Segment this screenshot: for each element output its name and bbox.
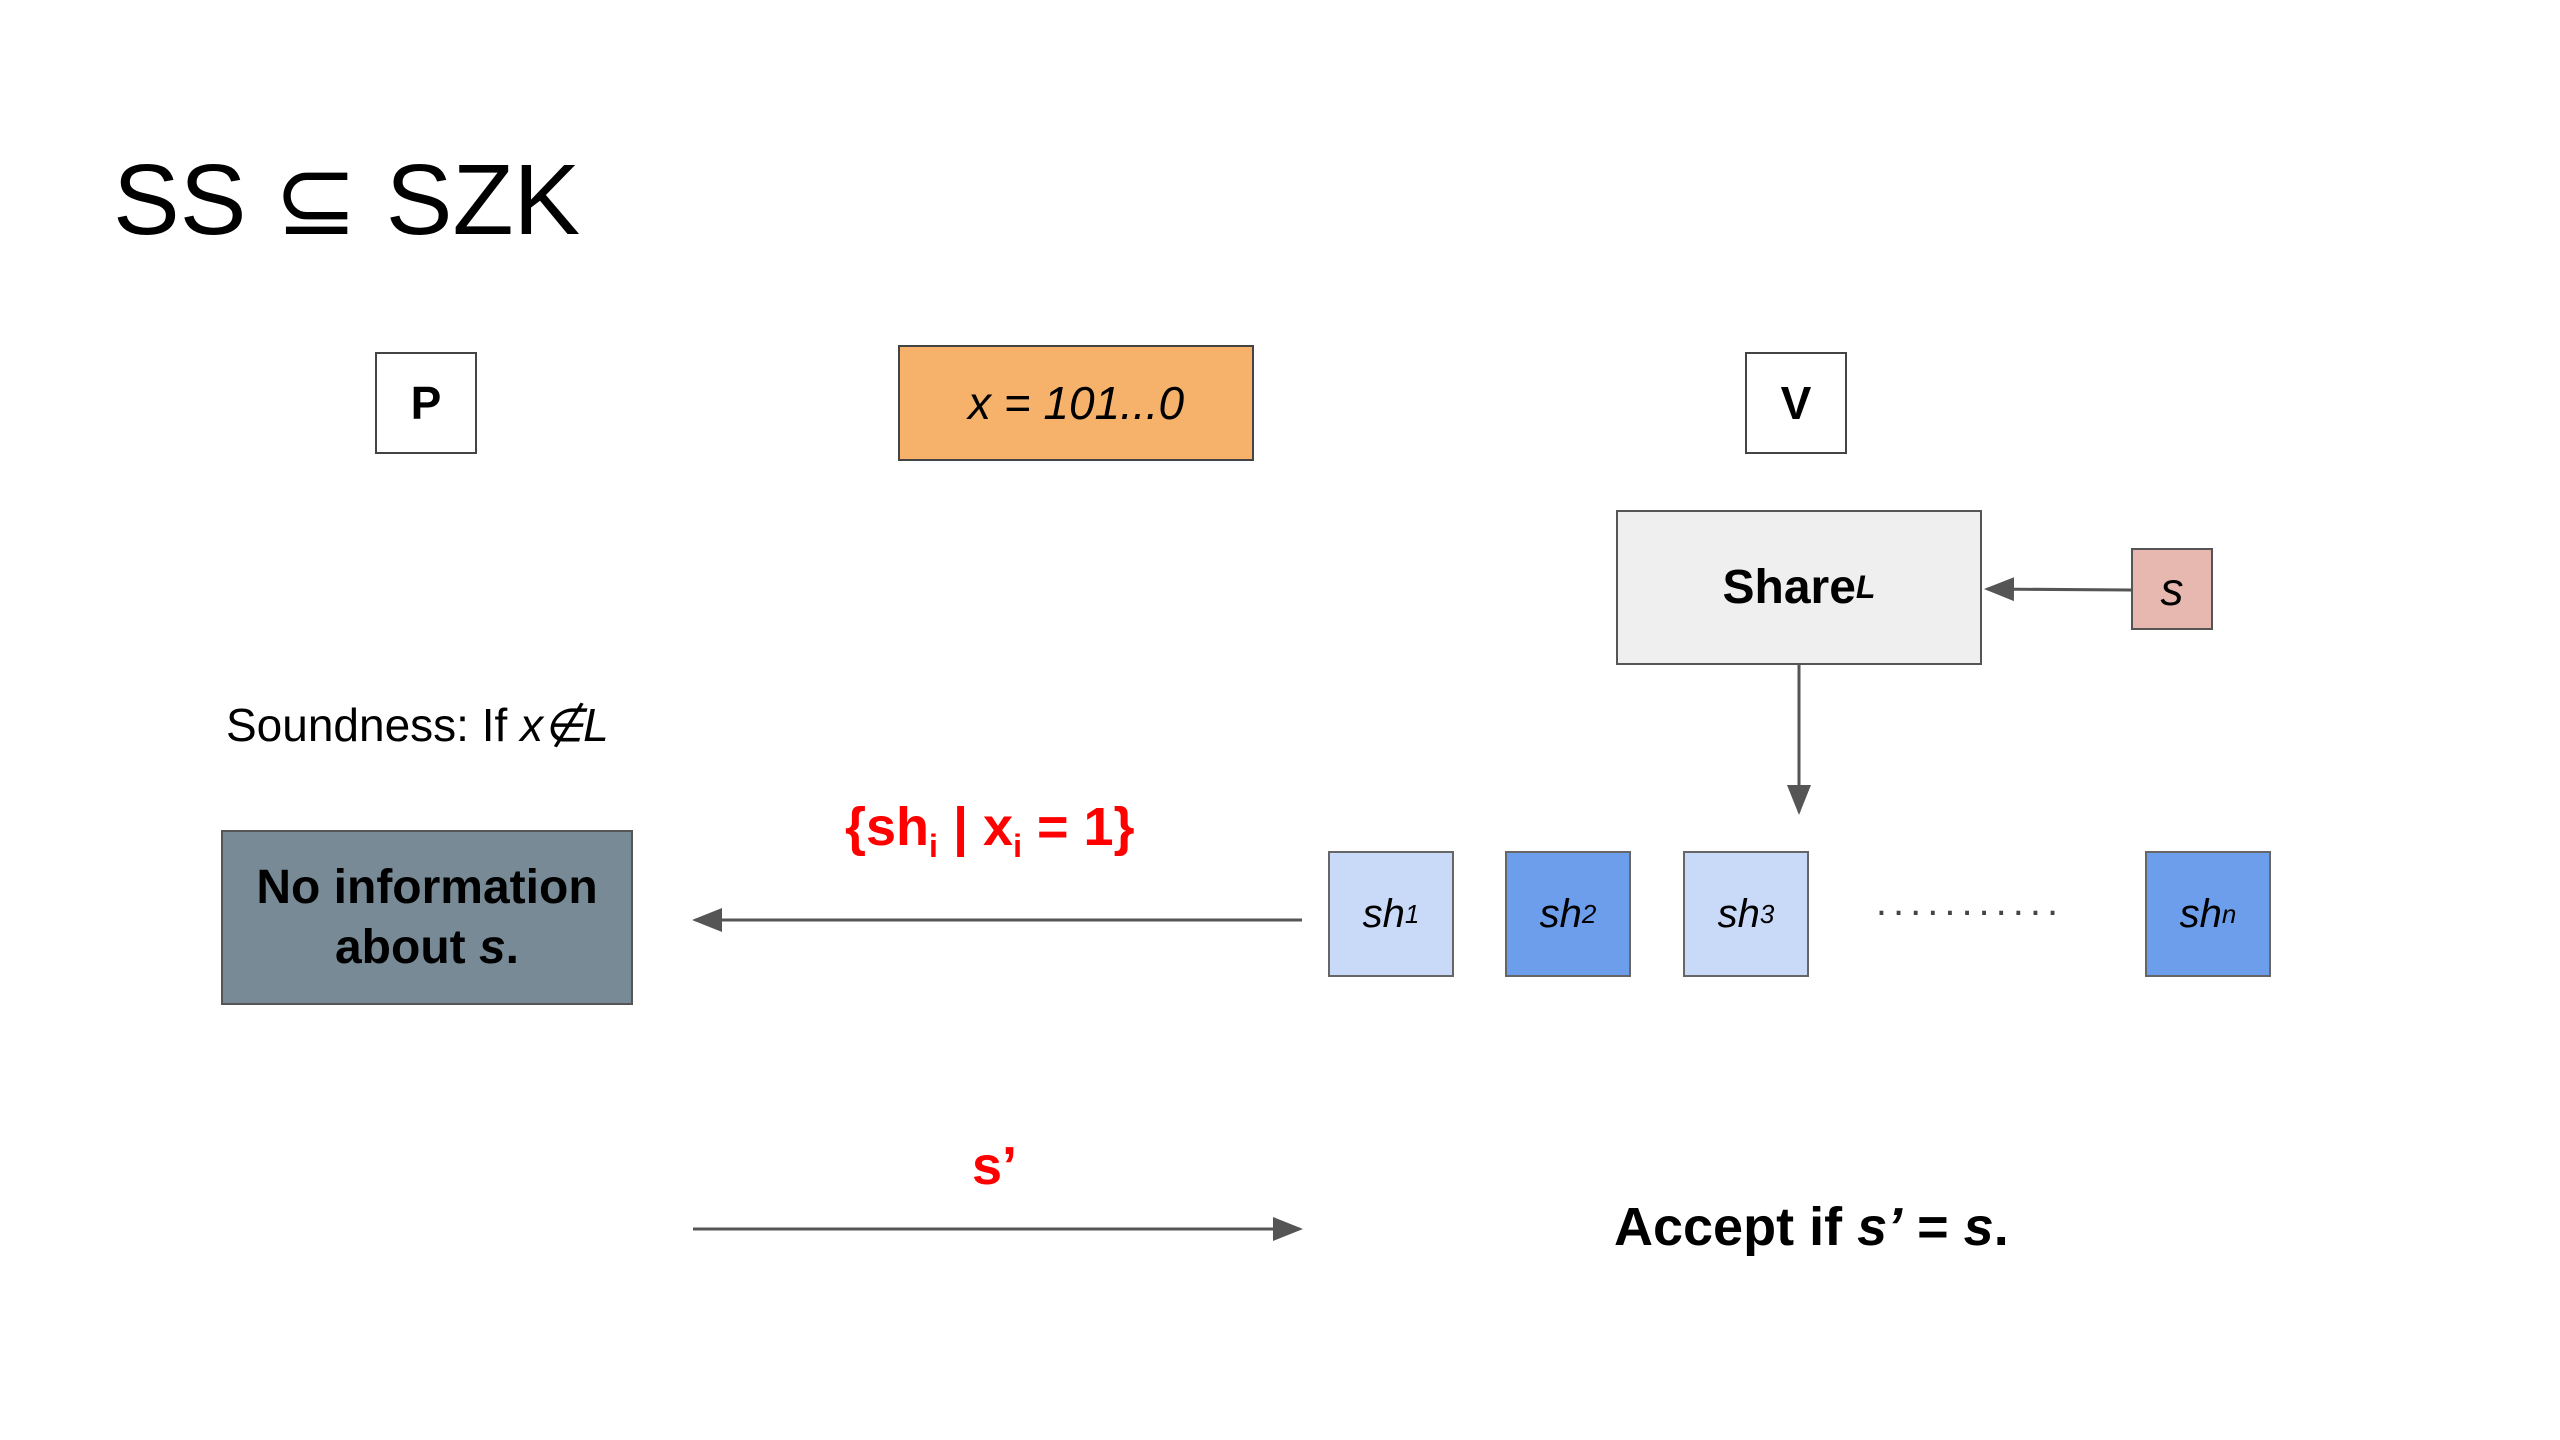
shares-ellipsis: ...........	[1875, 880, 2065, 924]
message-s-prime-label: s’	[972, 1136, 1018, 1196]
soundness-condition: x∉L	[520, 699, 609, 751]
msg-shares-open: {sh	[845, 797, 930, 857]
accept-condition: Accept if s’ = s.	[1614, 1196, 2009, 1258]
msg-shares-sub1: i	[929, 828, 938, 864]
no-info-line2: about s.	[335, 918, 519, 978]
share-function-name: Share	[1722, 561, 1856, 614]
soundness-label: Soundness: If x∉L	[226, 698, 609, 752]
accept-prefix: Accept if	[1614, 1197, 1858, 1257]
share-tile-3-base: sh	[1717, 891, 1760, 936]
secret-box: s	[2131, 548, 2213, 630]
accept-var1: s’	[1857, 1197, 1903, 1257]
accept-suffix: .	[1993, 1197, 2009, 1257]
message-shares-label: {shi | xi = 1}	[845, 796, 1135, 865]
no-info-line1: No information	[256, 860, 598, 914]
share-tile-1-base: sh	[1362, 891, 1405, 936]
share-tile-2-base: sh	[1539, 891, 1582, 936]
share-tile-n-base: sh	[2179, 891, 2222, 936]
msg-shares-mid: | x	[937, 797, 1014, 857]
no-information-box: No information about s.	[221, 830, 633, 1005]
no-info-var: s	[478, 920, 506, 974]
share-tile-3-sub: 3	[1759, 898, 1775, 929]
verifier-box: V	[1745, 352, 1847, 454]
msg-shares-sub2: i	[1013, 828, 1022, 864]
share-tile-n-sub: n	[2221, 898, 2237, 929]
input-x-box: x = 101...0	[898, 345, 1254, 461]
share-tile-2-sub: 2	[1581, 898, 1597, 929]
no-info-line2-prefix: about	[334, 920, 479, 974]
no-info-line2-suffix: .	[505, 920, 520, 974]
accept-var2: s	[1963, 1197, 1994, 1257]
share-tile-1-sub: 1	[1404, 898, 1420, 929]
soundness-prefix: Soundness: If	[226, 699, 521, 751]
msg-shares-close: = 1}	[1021, 797, 1135, 857]
share-function-subscript: L	[1855, 569, 1876, 605]
slide-title: SS ⊆ SZK	[113, 144, 581, 256]
arrow-secret-to-share	[1984, 577, 2132, 602]
prover-box: P	[375, 352, 477, 454]
accept-mid: =	[1902, 1197, 1964, 1257]
